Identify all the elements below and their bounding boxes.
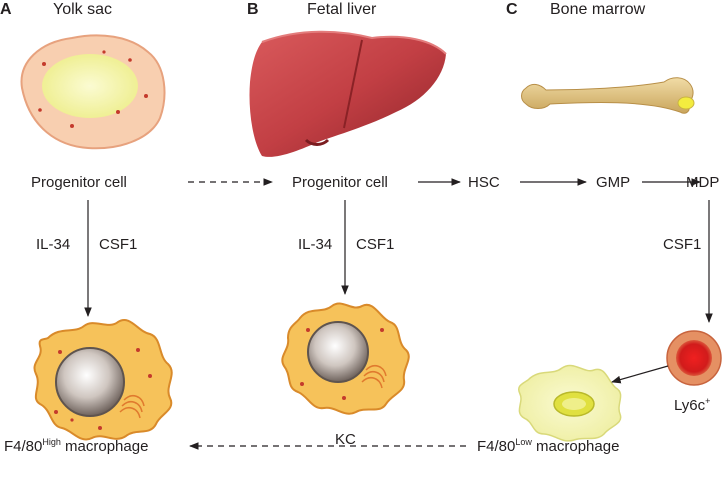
arrow-ly6c-to-low-macrophage xyxy=(611,365,669,384)
panel-letter-b: B xyxy=(247,1,259,18)
edge-label-b-il34: IL-34 xyxy=(298,236,333,253)
node-f480-low-macrophage: F4/80Low macrophage xyxy=(477,437,620,455)
node-progenitor-cell-a: Progenitor cell xyxy=(31,174,127,191)
edge-label-c-csf1: CSF1 xyxy=(663,236,702,253)
fetal-liver-illustration xyxy=(249,30,447,157)
node-gmp: GMP xyxy=(596,174,631,191)
panel-title-yolk-sac: Yolk sac xyxy=(53,1,112,18)
node-progenitor-cell-b: Progenitor cell xyxy=(292,174,388,191)
node-hsc: HSC xyxy=(468,174,500,191)
yolk-sac-illustration xyxy=(20,34,166,150)
node-kc: KC xyxy=(335,431,356,448)
edge-label-b-csf1: CSF1 xyxy=(356,236,395,253)
panel-title-bone-marrow: Bone marrow xyxy=(550,1,646,18)
panel-title-fetal-liver: Fetal liver xyxy=(307,1,377,18)
panel-letter-c: C xyxy=(506,1,518,18)
node-mdp: MDP xyxy=(686,174,720,191)
node-f480-high-macrophage: F4/80High macrophage xyxy=(4,437,149,455)
f480-low-macrophage-cell xyxy=(517,364,622,442)
node-ly6c-positive: Ly6c+ xyxy=(674,396,711,414)
f480-high-macrophage-cell xyxy=(33,319,173,441)
ly6c-monocyte-cell xyxy=(666,330,722,386)
edge-label-a-csf1: CSF1 xyxy=(99,236,138,253)
panel-letter-a: A xyxy=(0,1,12,18)
edge-label-a-il34: IL-34 xyxy=(36,236,71,253)
kc-cell xyxy=(281,302,410,415)
bone-illustration xyxy=(521,77,695,114)
